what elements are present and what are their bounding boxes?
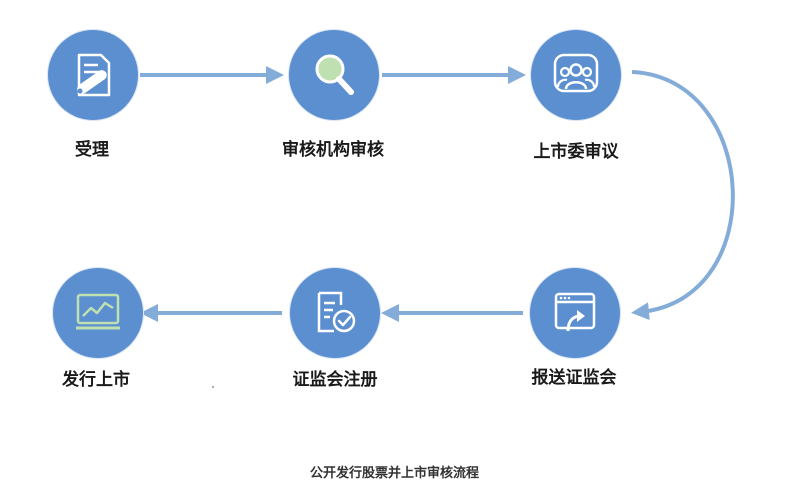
- document-check-icon: [317, 291, 356, 333]
- trend-monitor-icon: [76, 293, 120, 330]
- document-pen-icon: [77, 53, 111, 97]
- diagram-caption: 公开发行股票并上市审核流程: [309, 466, 479, 481]
- step-label-3: 上市委审议: [533, 142, 619, 162]
- step-node-3: [531, 30, 621, 120]
- step-node-2: [289, 30, 379, 120]
- step-node-1: [48, 30, 138, 120]
- stray-dot: [212, 386, 214, 388]
- step-label-2: 审核机构审核: [282, 140, 384, 160]
- step-label-4: 报送证监会: [531, 368, 617, 388]
- step-label-1: 受理: [75, 140, 109, 160]
- step-label-5: 证监会注册: [292, 370, 378, 390]
- step-node-5: [290, 268, 380, 358]
- step-node-4: [530, 268, 620, 358]
- magnifier-icon: [315, 54, 354, 95]
- people-group-icon: [553, 53, 599, 93]
- step-node-6: [53, 268, 143, 358]
- arrow-step3-to-step4: [631, 70, 735, 321]
- step-label-6: 发行上市: [62, 370, 130, 390]
- upload-window-icon: [554, 292, 596, 332]
